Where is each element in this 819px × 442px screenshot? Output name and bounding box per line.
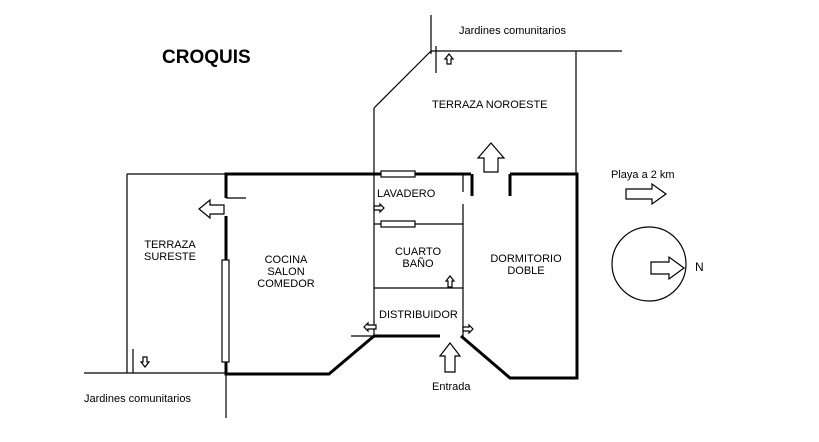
dormitorio-doble-label: DORMITORIO DOBLE [490,253,562,277]
jardines-top-label: Jardines comunitarios [459,25,566,37]
arrow-right-icon [373,202,385,214]
arrow-left-icon [363,321,377,333]
windows [221,170,416,363]
terraza-noroeste-label: TERRAZA NOROESTE [432,99,548,111]
diagram-title: CROQUIS [162,47,251,68]
site-lines [84,15,622,418]
lavadero-label: LAVADERO [377,188,436,200]
distribuidor-label: DISTRIBUIDOR [379,309,458,321]
arrow-up-icon [438,342,462,373]
arrow-down-icon [139,356,151,368]
jardines-bottom-label: Jardines comunitarios [84,393,191,405]
arrow-up-icon [443,53,455,65]
arrow-right-icon [650,255,686,281]
arrow-right-icon [462,323,474,335]
arrow-left-icon [198,198,225,220]
arrow-up-icon [476,142,506,173]
north-label: N [695,260,704,274]
cuarto-bano-label: CUARTO BAÑO [394,246,442,270]
terraza-sureste-label: TERRAZA SURESTE [144,239,196,263]
entrada-label: Entrada [432,381,471,393]
arrow-up-icon [444,275,456,288]
playa-label: Playa a 2 km [611,169,675,181]
arrow-right-icon [625,182,668,206]
compass-icon [611,226,687,302]
cocina-salon-comedor-label: COCINA SALON COMEDOR [257,254,315,290]
